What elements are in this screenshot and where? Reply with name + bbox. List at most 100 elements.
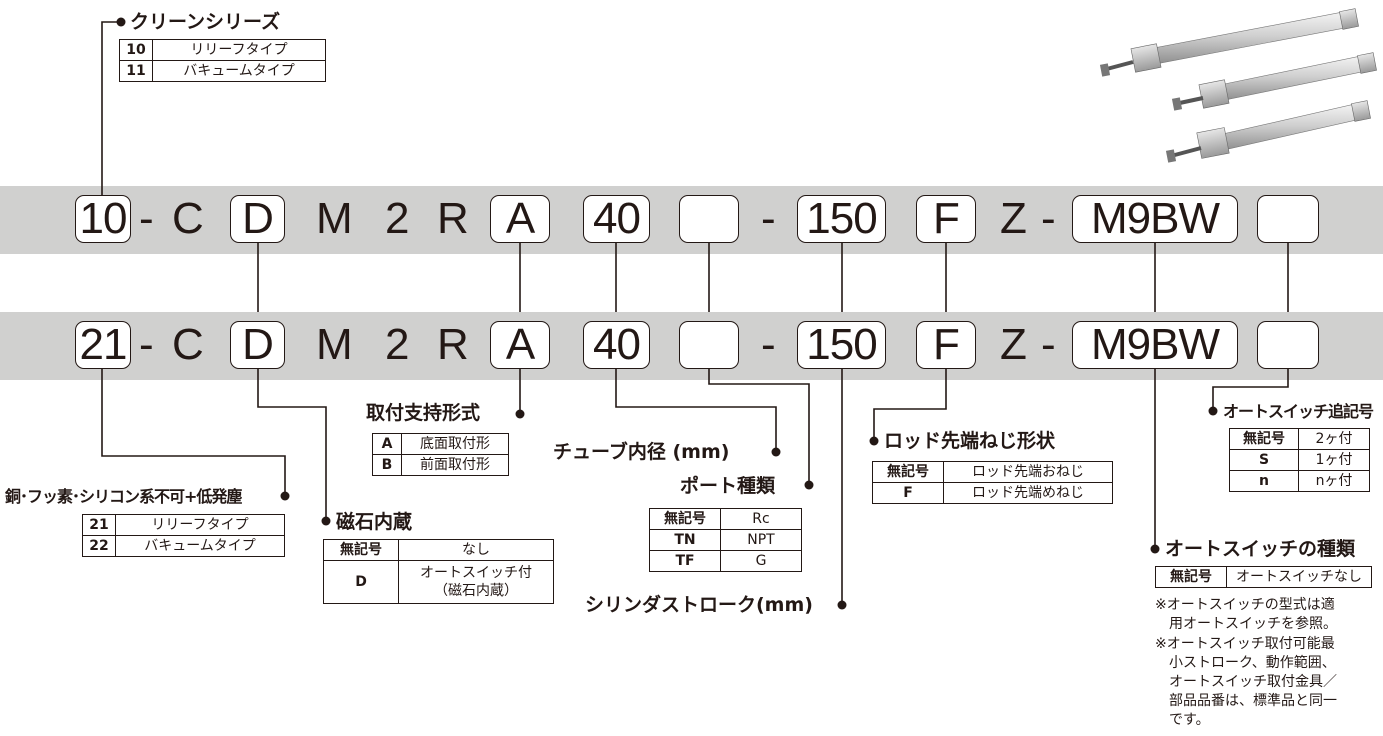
code-box-switch: M9BW xyxy=(1072,321,1238,369)
code-letter-r: R xyxy=(437,194,471,243)
option-code: 無記号 xyxy=(649,508,721,530)
code-box-rod-end: F xyxy=(916,321,976,369)
magnet-table: 無記号 なし D オートスイッチ付 （磁石内蔵） xyxy=(323,539,554,604)
code-hyphen: - xyxy=(1041,194,1058,243)
leader-port-down xyxy=(708,369,810,484)
rod-end-table: 無記号 ロッド先端おねじ F ロッド先端めねじ xyxy=(872,461,1113,504)
table-row: S 1ヶ付 xyxy=(1229,449,1370,471)
copper-free-title: 銅･フッ素･シリコン系不可+低発塵 xyxy=(5,487,242,506)
leader-dot xyxy=(869,436,879,446)
port-type-title: ポート種類 xyxy=(680,475,776,497)
leader-rod-end-down xyxy=(873,369,947,440)
switch-qty-table: 無記号 2ヶ付 S 1ヶ付 n nヶ付 xyxy=(1229,428,1370,492)
code-digit-2: 2 xyxy=(385,320,412,369)
table-row: A 底面取付形 xyxy=(372,433,509,455)
switch-note-1: ※オートスイッチの型式は適 用オートスイッチを参照。 xyxy=(1155,597,1337,632)
option-code: TN xyxy=(649,529,721,551)
leader-dot xyxy=(515,409,525,419)
code-hyphen: - xyxy=(139,320,156,369)
table-row: 無記号 2ヶ付 xyxy=(1229,428,1370,450)
option-desc: オートスイッチ付 （磁石内蔵） xyxy=(398,560,554,604)
code-hyphen: - xyxy=(761,320,778,369)
option-code: 22 xyxy=(82,535,116,557)
option-code: B xyxy=(372,454,402,476)
option-code: 21 xyxy=(82,514,116,536)
switch-note-2: ※オートスイッチ取付可能最 小ストローク、動作範囲、 オートスイッチ取付金具／ … xyxy=(1155,636,1337,728)
stroke-label: シリンダストローク(mm) xyxy=(585,594,813,616)
leader-dot xyxy=(280,491,290,501)
code-letter-z: Z xyxy=(1000,320,1029,369)
option-desc-line: （磁石内蔵） xyxy=(434,583,518,599)
code-box-switch: M9BW xyxy=(1072,195,1238,243)
table-row: 無記号 ロッド先端おねじ xyxy=(872,461,1113,483)
code-box-port xyxy=(679,195,739,243)
code-letter-m: M xyxy=(316,194,355,243)
code-letter-r: R xyxy=(437,320,471,369)
code-box-rod-end: F xyxy=(916,195,976,243)
code-box-bore: 40 xyxy=(583,195,650,243)
option-desc: オートスイッチなし xyxy=(1226,566,1372,588)
code-letter-c: C xyxy=(172,194,206,243)
port-type-table: 無記号 Rc TN NPT TF G xyxy=(649,508,802,572)
leader-dot xyxy=(837,600,847,610)
option-code: 10 xyxy=(119,39,153,61)
code-letter-m: M xyxy=(316,320,355,369)
switch-type-table: 無記号 オートスイッチなし xyxy=(1155,566,1372,588)
option-desc: Rc xyxy=(720,508,802,530)
clean-series-table: 10 リリーフタイプ 11 バキュームタイプ xyxy=(119,39,326,82)
option-code: 無記号 xyxy=(872,461,944,483)
option-code: D xyxy=(323,560,399,604)
option-desc: 底面取付形 xyxy=(401,433,509,455)
leader-dot xyxy=(116,17,126,27)
mounting-table: A 底面取付形 B 前面取付形 xyxy=(372,433,509,476)
option-desc: バキュームタイプ xyxy=(152,60,326,82)
code-box-port xyxy=(679,321,739,369)
option-code: TF xyxy=(649,550,721,572)
code-box-magnet: D xyxy=(230,321,285,369)
model-code-band-bottom: 21 - C D M 2 R A 40 - 150 F Z - M9BW xyxy=(0,312,1383,380)
option-desc: NPT xyxy=(720,529,802,551)
leader-magnet-down xyxy=(257,369,327,521)
option-desc: 2ヶ付 xyxy=(1298,428,1370,450)
table-row: 無記号 なし xyxy=(323,539,554,561)
option-desc: 1ヶ付 xyxy=(1298,449,1370,471)
table-row: n nヶ付 xyxy=(1229,470,1370,492)
leader-copper-free xyxy=(101,369,286,496)
code-box-magnet: D xyxy=(230,195,285,243)
option-desc: G xyxy=(720,550,802,572)
option-code: A xyxy=(372,433,402,455)
table-row: 無記号 Rc xyxy=(649,508,802,530)
code-box-stroke: 150 xyxy=(797,195,886,243)
table-row: 無記号 オートスイッチなし xyxy=(1155,566,1372,588)
cylinder-1 xyxy=(1099,8,1359,77)
code-hyphen: - xyxy=(1041,320,1058,369)
option-desc: 前面取付形 xyxy=(401,454,509,476)
option-desc: nヶ付 xyxy=(1298,470,1370,492)
option-desc-line: オートスイッチ付 xyxy=(420,565,532,581)
option-code: F xyxy=(872,482,944,504)
code-letter-z: Z xyxy=(1000,194,1029,243)
option-desc: リリーフタイプ xyxy=(115,514,285,536)
option-desc: バキュームタイプ xyxy=(115,535,285,557)
table-row: 10 リリーフタイプ xyxy=(119,39,326,61)
copper-free-table: 21 リリーフタイプ 22 バキュームタイプ xyxy=(82,514,285,557)
leader-switch-qty-down xyxy=(1212,369,1289,410)
product-photo xyxy=(1099,8,1377,163)
mounting-title: 取付支持形式 xyxy=(366,402,481,424)
code-box-bore: 40 xyxy=(583,321,650,369)
option-code: 無記号 xyxy=(323,539,399,561)
option-code: 無記号 xyxy=(1229,428,1299,450)
table-row: B 前面取付形 xyxy=(372,454,509,476)
bore-size-label: チューブ内径 (mm) xyxy=(553,441,730,463)
option-code: S xyxy=(1229,449,1299,471)
code-letter-c: C xyxy=(172,320,206,369)
code-hyphen: - xyxy=(139,194,156,243)
leader-bore-down xyxy=(615,369,777,451)
table-row: TN NPT xyxy=(649,529,802,551)
code-box-mounting: A xyxy=(490,321,550,369)
rod-end-title: ロッド先端ねじ形状 xyxy=(884,430,1056,452)
option-code: 11 xyxy=(119,60,153,82)
code-box-switch-qty xyxy=(1257,195,1319,243)
